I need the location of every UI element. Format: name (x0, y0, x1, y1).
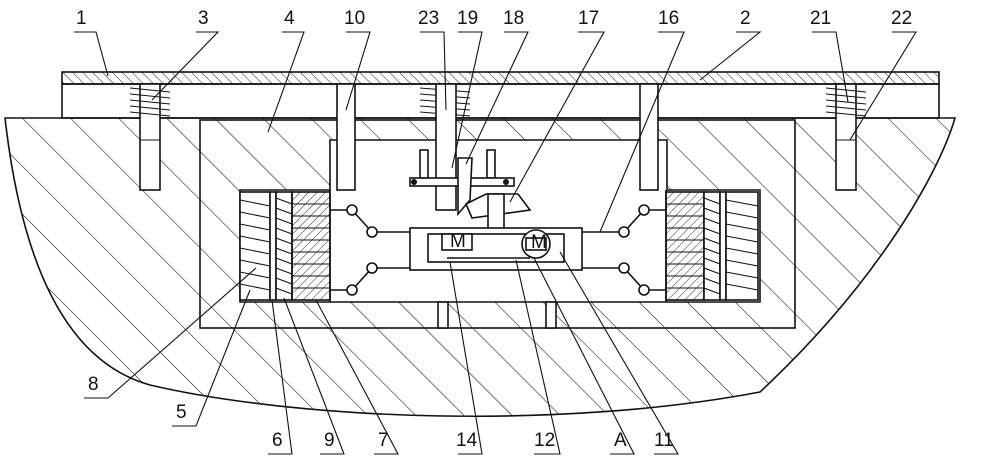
callout-12: 12 (534, 430, 555, 451)
callout-8: 8 (88, 374, 99, 395)
callout-4: 4 (284, 8, 295, 29)
callout-23: 23 (418, 8, 439, 29)
callout-21: 21 (810, 8, 831, 29)
callout-1: 1 (76, 8, 87, 29)
callout-14: 14 (456, 430, 478, 451)
sliding-block: M M (409, 227, 583, 271)
callout-2: 2 (740, 8, 751, 29)
callout-22: 22 (891, 8, 912, 29)
callout-16: 16 (658, 8, 679, 29)
callout-10: 10 (344, 8, 365, 29)
callout-17: 17 (578, 8, 599, 29)
callout-7: 7 (378, 430, 389, 451)
callout-A: A (614, 430, 627, 451)
top-plate (61, 71, 940, 85)
callout-9: 9 (324, 430, 335, 451)
callout-5: 5 (176, 402, 187, 423)
spring-mark-left: M (450, 231, 466, 252)
callouts-bottom: 8 5 6 9 7 14 12 A 11 (88, 374, 674, 451)
callout-3: 3 (198, 8, 209, 29)
left-laminate-stack (239, 191, 331, 301)
right-laminate-stack (665, 191, 759, 301)
callout-19: 19 (457, 8, 478, 29)
leader-lines (74, 31, 917, 455)
inner-rods (336, 83, 659, 191)
callouts-top: 1 3 4 10 23 19 18 17 16 2 21 22 (76, 8, 912, 29)
callout-6: 6 (272, 430, 283, 451)
spring-mark-right: M (531, 232, 547, 253)
bottom-supports (437, 301, 557, 329)
base-body (4, 117, 957, 418)
callout-18: 18 (503, 8, 524, 29)
support-frame (61, 83, 940, 119)
callout-11: 11 (654, 430, 674, 451)
right-guide-post (825, 83, 867, 191)
left-guide-post (129, 83, 171, 191)
